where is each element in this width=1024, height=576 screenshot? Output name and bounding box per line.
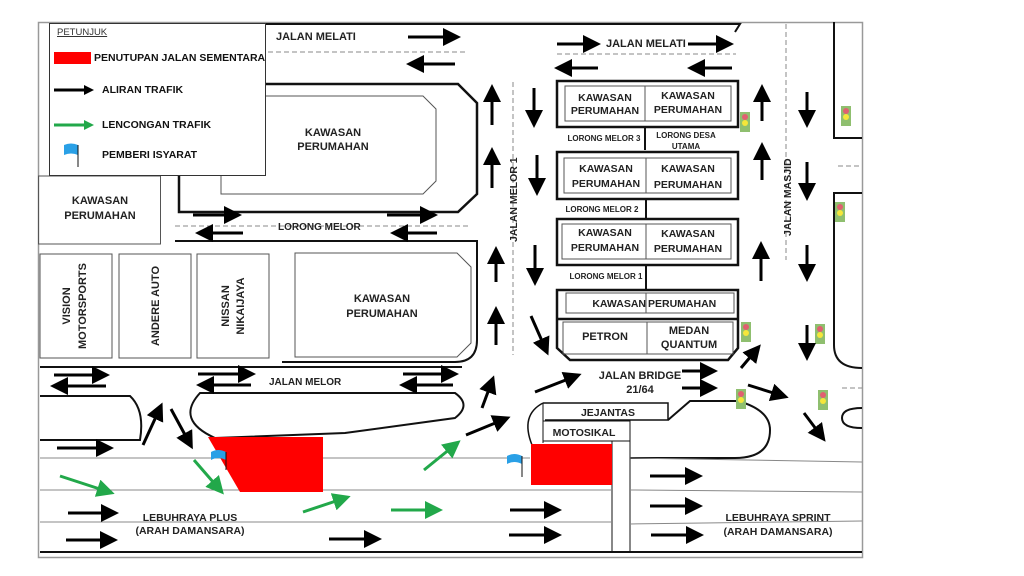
area-label: PERUMAHAN xyxy=(648,298,716,310)
legend-item-closure: PENUTUPAN JALAN SEMENTARA xyxy=(50,49,265,67)
area-label: PERUMAHAN xyxy=(654,243,722,255)
area-label: PERUMAHAN xyxy=(64,210,136,222)
area-label: PERUMAHAN xyxy=(346,308,418,320)
road-label-lorong-melor-1: LORONG MELOR 1 xyxy=(570,272,643,281)
road-label-jalan-melati: JALAN MELATI xyxy=(276,31,356,43)
motosikal-label: MOTOSIKAL xyxy=(553,427,616,439)
road-label-lebuhraya-sprint-2: (ARAH DAMANSARA) xyxy=(723,526,832,538)
road-label-jalan-melor-1: JALAN MELOR 1 xyxy=(508,157,520,242)
quantum-label: QUANTUM xyxy=(661,339,717,351)
road-label-lorong-melor: LORONG MELOR xyxy=(278,222,362,233)
road-label-jalan-bridge-2: 21/64 xyxy=(626,384,654,396)
shop-label-nikaijaya: NIKAIJAYA xyxy=(235,277,247,334)
traffic-light-icon xyxy=(818,390,828,410)
road-edge xyxy=(179,23,742,33)
shop-label-vision: VISION xyxy=(61,287,73,324)
jejantas-box xyxy=(543,402,669,421)
traffic-light-icon xyxy=(815,324,825,344)
area-label: PERUMAHAN xyxy=(654,179,722,191)
area-label: PERUMAHAN xyxy=(297,141,369,153)
area-label: KAWASAN xyxy=(305,127,361,139)
road-label-lorong-melor-2: LORONG MELOR 2 xyxy=(566,205,639,214)
black-arrow-icon xyxy=(54,85,94,95)
road-island-left xyxy=(40,395,143,441)
traffic-light-icon xyxy=(741,322,751,342)
vision-motorsports-box xyxy=(39,253,113,359)
traffic-light-icon xyxy=(841,106,851,126)
legend-title: PETUNJUK xyxy=(57,27,108,38)
area-label: KAWASAN xyxy=(72,195,128,207)
road-closure-2 xyxy=(531,444,612,485)
road-label-lebuhraya-sprint: LEBUHRAYA SPRINT xyxy=(725,512,831,524)
legend: PETUNJUK PENUTUPAN JALAN SEMENTARA ALIRA… xyxy=(49,23,266,176)
road-label-lorong-melor-3: LORONG MELOR 3 xyxy=(568,134,641,143)
road-label-jalan-melati-2: JALAN MELATI xyxy=(606,38,686,50)
road-closure-1 xyxy=(208,437,323,492)
traffic-light-icon xyxy=(835,202,845,222)
road-label-jalan-masjid: JALAN MASJID xyxy=(782,158,794,236)
medan-label: MEDAN xyxy=(669,325,709,337)
shop-label-nissan: NISSAN xyxy=(220,285,232,327)
road-label-jalan-melor: JALAN MELOR xyxy=(269,377,342,388)
road-label-lebuhraya-plus-2: (ARAH DAMANSARA) xyxy=(135,525,244,537)
road-label-utama: UTAMA xyxy=(672,142,701,151)
housing-block-2-inner xyxy=(294,252,472,358)
area-label: PERUMAHAN xyxy=(654,104,722,116)
blue-flag-icon xyxy=(64,143,79,167)
housing-box-left xyxy=(38,175,161,245)
housing-block-4 xyxy=(555,150,740,201)
legend-label: PEMBERI ISYARAT xyxy=(102,149,198,161)
legend-label: PENUTUPAN JALAN SEMENTARA xyxy=(94,52,266,64)
legend-item-flow: ALIRAN TRAFIK xyxy=(50,81,183,99)
area-label: KAWASAN xyxy=(661,228,715,240)
jejantas-label: JEJANTAS xyxy=(581,407,635,419)
road-edge xyxy=(833,22,862,139)
map-frame xyxy=(37,21,864,559)
shop-label-andere: ANDERE AUTO xyxy=(150,266,162,347)
area-label: PERUMAHAN xyxy=(571,105,639,117)
area-label: KAWASAN xyxy=(661,90,715,102)
housing-block-inner xyxy=(220,95,437,195)
housing-block-3 xyxy=(555,79,740,129)
andere-auto-box xyxy=(118,253,192,359)
road-edge xyxy=(833,192,863,369)
diversion-arrows xyxy=(59,440,461,519)
road-island-right xyxy=(630,400,772,459)
legend-label: ALIRAN TRAFIK xyxy=(102,84,184,96)
area-label: PERUMAHAN xyxy=(571,242,639,254)
green-arrow-icon xyxy=(54,120,94,130)
road-label-lorong-desa: LORONG DESA xyxy=(656,131,716,140)
legend-label: LENCONGAN TRAFIK xyxy=(102,119,212,131)
road-label-lebuhraya-plus: LEBUHRAYA PLUS xyxy=(143,512,238,524)
area-label: KAWASAN xyxy=(354,293,410,305)
housing-block-2-outer xyxy=(282,240,478,363)
legend-item-diversion: LENCONGAN TRAFIK xyxy=(50,116,211,134)
flagman-icon xyxy=(507,454,523,477)
flagman-icon xyxy=(211,450,227,470)
area-label: KAWASAN xyxy=(661,163,715,175)
area-label: PERUMAHAN xyxy=(572,178,640,190)
area-label: KAWASAN xyxy=(579,163,633,175)
traffic-light-icon xyxy=(740,112,750,132)
road-island-center xyxy=(189,392,465,440)
traffic-flow-arrows xyxy=(50,28,826,549)
pedestrian-bridge xyxy=(611,440,631,553)
closure-swatch-icon xyxy=(54,52,91,64)
nissan-box xyxy=(196,253,270,359)
petron-label: PETRON xyxy=(582,331,628,343)
housing-block-6 xyxy=(555,288,740,362)
road-label-jalan-bridge: JALAN BRIDGE xyxy=(599,370,682,382)
housing-block-5 xyxy=(555,217,740,267)
traffic-light-icon xyxy=(736,389,746,409)
motosikal-box xyxy=(542,420,631,442)
legend-item-flag: PEMBERI ISYARAT xyxy=(50,142,197,168)
area-label: KAWASAN xyxy=(592,298,646,310)
housing-block-outer xyxy=(177,82,479,214)
area-label: KAWASAN xyxy=(578,92,632,104)
shop-label-motorsports: MOTORSPORTS xyxy=(77,263,89,349)
area-label: KAWASAN xyxy=(578,227,632,239)
